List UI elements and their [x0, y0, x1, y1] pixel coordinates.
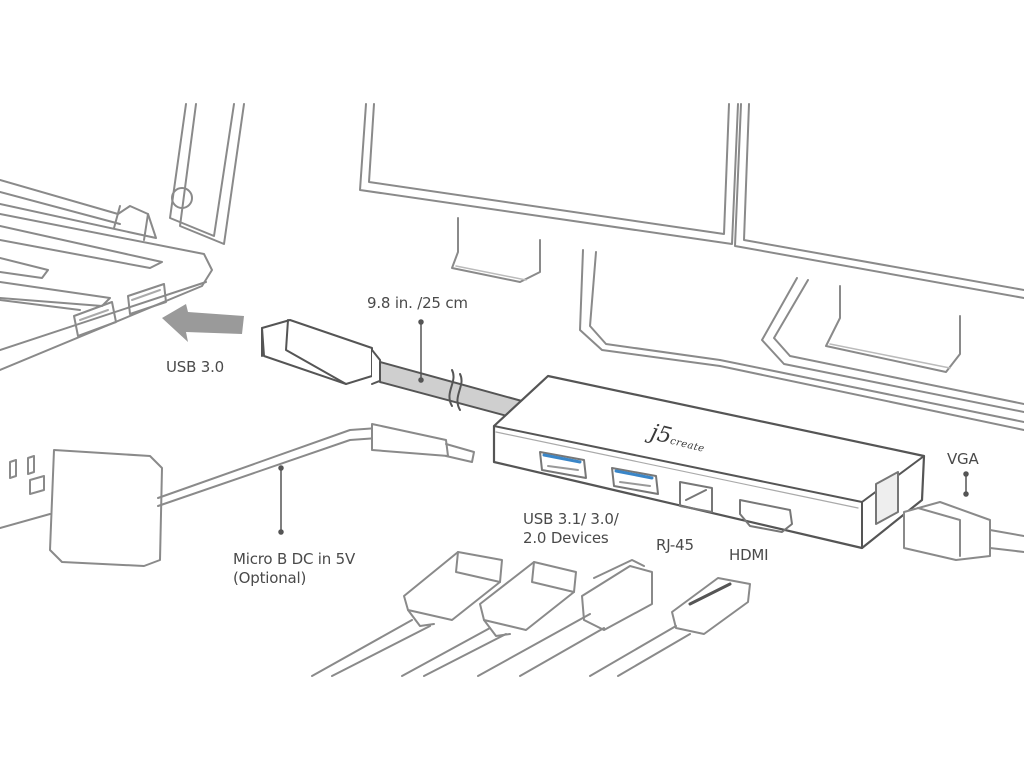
rj45-plug [477, 559, 653, 677]
label-rj45: RJ-45 [656, 536, 694, 554]
label-power-line-1: Micro B DC in 5V [233, 550, 356, 568]
label-usb-in: USB 3.0 [166, 358, 225, 376]
laptop [0, 103, 245, 371]
power-adapter [0, 423, 475, 567]
cable-length-leader [418, 319, 424, 383]
hub-vga-port [875, 471, 899, 525]
usb-device-plug-2 [401, 561, 577, 677]
monitor-left [359, 103, 739, 367]
insert-arrow-icon [162, 304, 244, 342]
vga-leader [963, 471, 969, 497]
label-usb-devices-line-2: 2.0 Devices [523, 529, 609, 547]
label-usb-devices: USB 3.1/ 3.0/ 2.0 Devices [523, 510, 619, 548]
usb-device-plug-1 [311, 551, 503, 677]
label-cable-length: 9.8 in. /25 cm [367, 294, 468, 312]
label-power-line-2: (Optional) [233, 569, 307, 587]
label-usb-devices-line-1: USB 3.1/ 3.0/ [523, 510, 619, 528]
hdmi-plug [589, 577, 751, 677]
hub-usb-port-1 [539, 451, 587, 479]
monitor-right [719, 103, 1024, 431]
power-leader [278, 465, 284, 535]
hub-rj45-port [679, 481, 713, 513]
label-vga: VGA [947, 450, 979, 468]
vga-plug [903, 501, 1024, 561]
hub-hdmi-port [739, 499, 793, 533]
label-power: Micro B DC in 5V (Optional) [233, 550, 355, 588]
label-hdmi: HDMI [729, 546, 769, 564]
usb-a-cable [261, 319, 541, 421]
hub-usb-port-2 [611, 467, 659, 495]
adapter-hub [492, 374, 926, 550]
